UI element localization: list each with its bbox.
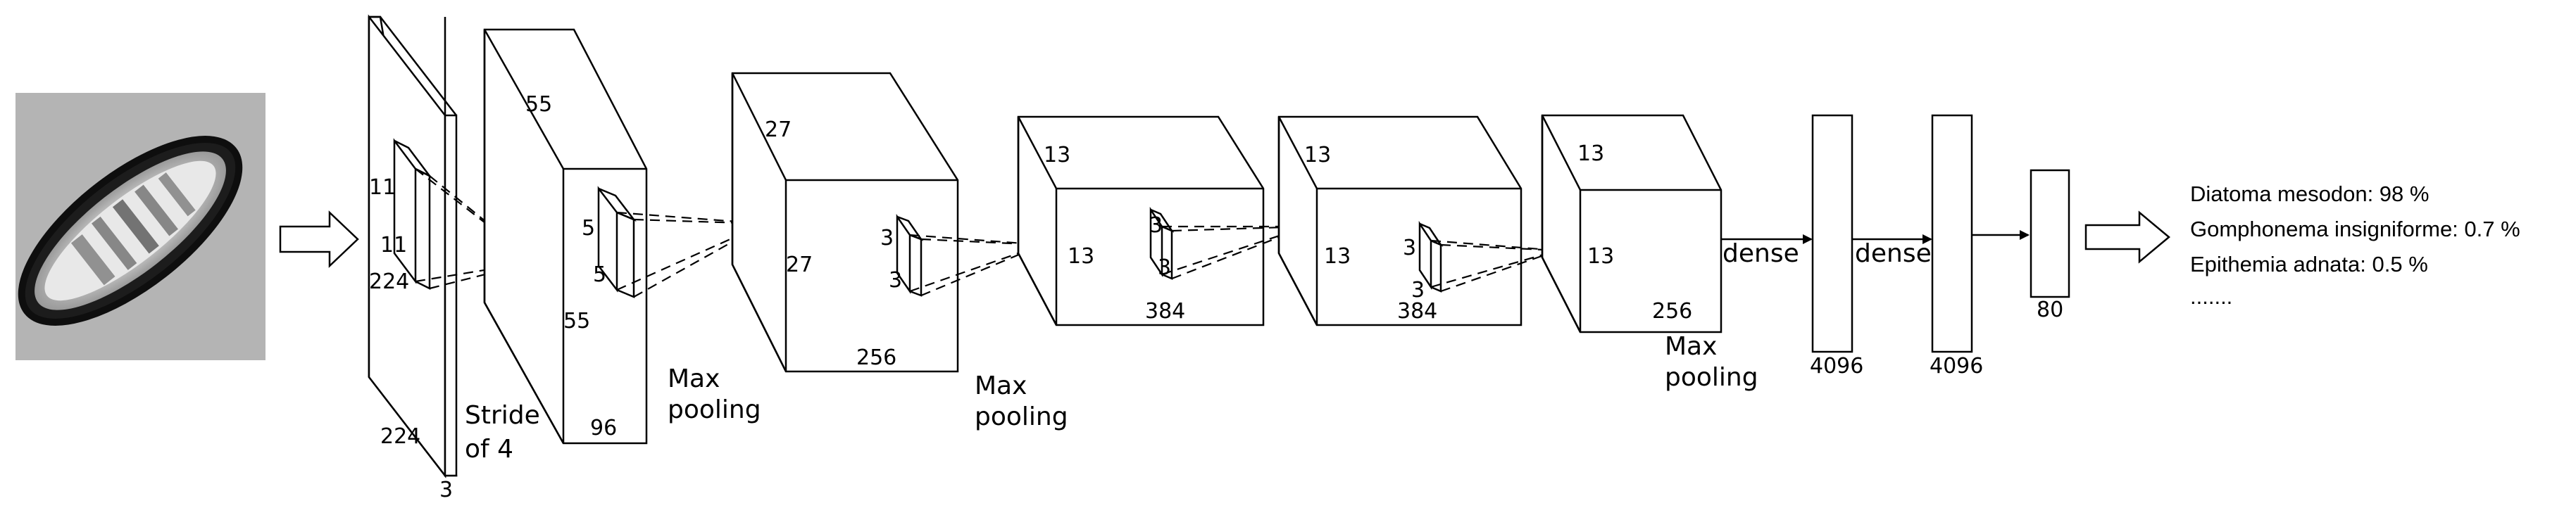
- input-arrow-icon: [279, 210, 359, 268]
- dense1-label: dense: [1722, 239, 1799, 268]
- conv4-depth: 384: [1397, 299, 1437, 324]
- input-kernel-height: 11: [380, 233, 407, 258]
- result-line: Gomphonema insigniforme: 0.7 %: [2190, 217, 2520, 241]
- conv4-kernel-width: 3: [1403, 236, 1416, 260]
- dense1-size: 4096: [1810, 354, 1863, 379]
- conv3-depth: 384: [1145, 299, 1185, 324]
- pool1-label-line1: Max: [668, 364, 720, 393]
- conv4-width: 13: [1324, 244, 1351, 269]
- conv2-kernel-width: 3: [880, 226, 894, 250]
- output-block: [2030, 169, 2070, 298]
- projection-conv4-conv5: [1430, 239, 1558, 293]
- output-size: 80: [2037, 298, 2063, 322]
- conv1-width: 55: [563, 309, 590, 333]
- pool3-label-line1: Max: [1665, 332, 1717, 361]
- input-volume: [368, 14, 458, 478]
- conv5-width: 13: [1587, 244, 1614, 269]
- conv5-depth: 256: [1652, 299, 1692, 324]
- pool3-label-line2: pooling: [1665, 363, 1758, 392]
- conv4-height: 13: [1304, 143, 1331, 167]
- conv1-kernel-height: 5: [593, 262, 606, 287]
- pool1-label-line2: pooling: [668, 395, 761, 424]
- conv3-kernel-width: 3: [1149, 213, 1163, 238]
- conv5-volume: [1541, 114, 1722, 333]
- conv3-volume: [1017, 115, 1265, 326]
- pool2-label-line1: Max: [975, 371, 1027, 400]
- dense2-size: 4096: [1930, 354, 1983, 379]
- conv3-width: 13: [1068, 244, 1094, 269]
- conv2-volume: [731, 72, 959, 373]
- conv1-volume: [483, 28, 648, 445]
- conv1-kernel-width: 5: [582, 216, 595, 241]
- classification-results: Diatoma mesodon: 98 % Gomphonema insigni…: [2190, 182, 2520, 309]
- conv1-height: 55: [525, 92, 552, 117]
- dense2-block: [1931, 114, 1973, 353]
- result-line: .......: [2190, 284, 2232, 309]
- result-line: Epithemia adnata: 0.5 %: [2190, 252, 2428, 276]
- conv3-kernel-height: 3: [1158, 255, 1171, 280]
- conv2-depth: 256: [856, 345, 896, 370]
- input-width: 224: [380, 424, 420, 449]
- pool2-label-line2: pooling: [975, 402, 1068, 431]
- conv3-height: 13: [1044, 143, 1070, 167]
- conv4-volume: [1277, 115, 1523, 326]
- output-arrow-icon: [2084, 210, 2170, 264]
- conv5-height: 13: [1577, 141, 1604, 166]
- input-height: 224: [369, 269, 409, 294]
- dense1-block: [1811, 114, 1853, 353]
- input-micrograph: [15, 93, 265, 360]
- conv2-height: 27: [765, 117, 792, 142]
- stride-label-line2: of 4: [465, 435, 513, 464]
- conv2-kernel-height: 3: [889, 268, 902, 293]
- input-kernel-width: 11: [369, 175, 396, 200]
- conv2-width: 27: [786, 253, 813, 277]
- input-depth: 3: [439, 478, 453, 502]
- stride-label-line1: Stride: [465, 401, 540, 430]
- result-line: Diatoma mesodon: 98 %: [2190, 182, 2429, 206]
- conv4-kernel-height: 3: [1411, 278, 1425, 303]
- dense2-label: dense: [1855, 239, 1932, 268]
- conv1-depth: 96: [590, 416, 617, 440]
